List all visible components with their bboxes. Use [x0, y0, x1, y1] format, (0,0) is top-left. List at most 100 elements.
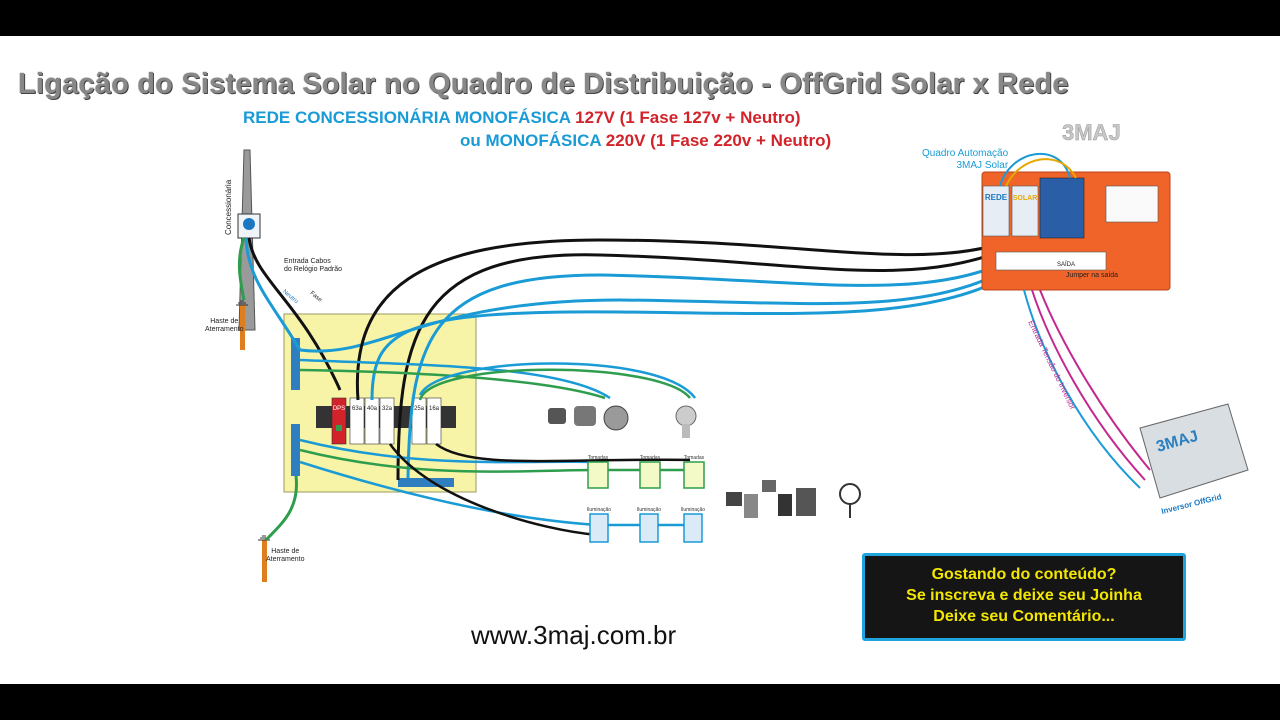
switch-1	[589, 513, 609, 543]
breakers: DPS 63a 40a 32a 25a 16a	[331, 397, 442, 445]
neutral-wire-in	[244, 237, 302, 351]
inverter-wire-blue	[1023, 289, 1141, 489]
wire-blue-1	[406, 256, 1016, 479]
entrada-tensao-label: Entrada Tensão do Inversor	[1026, 319, 1077, 411]
switch-3	[683, 513, 703, 543]
fan-icon	[839, 483, 861, 505]
rede-breaker	[982, 185, 1010, 237]
wire-blue-3	[370, 264, 1026, 401]
bottom-letterbox-bar	[0, 684, 1280, 720]
panel-wire-yellow	[1005, 158, 1077, 187]
ground-rod-bottom	[262, 540, 267, 582]
grill-icon	[762, 480, 776, 492]
website-url: www.3maj.com.br	[471, 620, 677, 650]
wire-shower-blue	[418, 362, 697, 399]
inverter: 3MAJ Inversor OffGrid	[1139, 403, 1249, 516]
motor-appliances	[548, 405, 697, 438]
subscribe-callout: Gostando do conteúdo? Se inscreva e deix…	[862, 553, 1186, 641]
inverter-body	[1139, 403, 1249, 499]
wire-outlets-green	[299, 448, 690, 473]
wire-motors-green	[299, 368, 606, 400]
wire-black-2	[355, 238, 1001, 401]
switch-label-3: Iluminação	[681, 507, 705, 513]
ground-rod-top	[240, 305, 245, 350]
solar-breaker	[1011, 185, 1039, 237]
breaker-label-40a: 40a	[367, 406, 378, 412]
wire-black-1	[396, 248, 1006, 481]
subtitle-line-2: ou MONOFÁSICA 220V (1 Fase 220v + Neutro…	[460, 131, 832, 150]
concessionaria-label: Concessionária	[224, 179, 233, 235]
dps-indicator	[336, 425, 342, 431]
meter-icon	[243, 218, 255, 230]
jumper-label: Jumper na saída	[1066, 272, 1118, 279]
ground-bar	[291, 424, 300, 476]
wire-outlets-black	[435, 443, 691, 463]
rede-label: REDE	[985, 193, 1008, 202]
wire-lights-black	[388, 443, 599, 537]
pot-icon	[603, 405, 629, 431]
wire-blue-2	[299, 260, 1021, 353]
wire-shower-green	[418, 368, 691, 401]
dps-breaker	[331, 397, 347, 445]
outlet-label-3: Tomadas	[684, 455, 705, 461]
washer-icon	[744, 494, 758, 518]
mixer-icon	[778, 494, 792, 516]
pump-icon	[574, 406, 596, 426]
switch-label-1: Iluminação	[587, 507, 611, 513]
switch-2	[639, 513, 659, 543]
motor-icon	[548, 408, 566, 424]
stove-icon	[796, 488, 816, 516]
breaker-63a	[349, 397, 365, 445]
breaker-label-25a: 25a	[414, 406, 425, 412]
entrada-cabos-label: Entrada Cabos do Relógio Padrão	[284, 258, 342, 273]
inverter-wire-magenta-2	[1031, 289, 1146, 481]
automation-panel: REDE SOLAR SAÍDA	[981, 152, 1171, 489]
outlet-3	[683, 461, 705, 489]
subtitle-line-1: REDE CONCESSIONÁRIA MONOFÁSICA 127V (1 F…	[243, 108, 801, 127]
inverter-label: Inversor OffGrid	[1160, 492, 1222, 516]
solar-label: SOLAR	[1013, 195, 1038, 202]
quadro-automacao-label: Quadro Automação 3MAJ Solar	[922, 148, 1009, 171]
cta-line-1: Gostando do conteúdo?	[931, 566, 1117, 583]
breaker-25a	[411, 397, 427, 445]
outlet-label-2: Tomadas	[640, 455, 661, 461]
breaker-label-16a: 16a	[429, 406, 440, 412]
cta-line-2: Se inscreva e deixe seu Joinha	[906, 587, 1142, 604]
breaker-40a	[364, 397, 380, 445]
outlets: Tomadas Tomadas Tomadas	[587, 455, 705, 489]
haste-top-label: Haste de Aterramento	[205, 318, 244, 333]
haste-bottom-label: Haste de Aterramento	[266, 548, 305, 563]
ground-wire-bottom	[264, 475, 298, 542]
saida-label: SAÍDA	[1057, 261, 1075, 268]
light-switches: Iluminação Iluminação Iluminação	[587, 507, 705, 543]
breaker-label-32a: 32a	[382, 406, 393, 412]
outlet-1	[587, 461, 609, 489]
bottom-bus-bar	[398, 478, 454, 487]
switch-label-2: Iluminação	[637, 507, 661, 513]
panel-wire-blue	[999, 152, 1071, 187]
brand-logo-text: 3MAJ	[1062, 120, 1121, 145]
breaker-32a	[379, 397, 395, 445]
wire-lights-blue	[299, 460, 690, 527]
microwave-icon	[726, 492, 742, 506]
household-appliances	[726, 480, 861, 518]
terminal-labels	[995, 251, 1107, 271]
contactor	[1039, 177, 1085, 239]
cta-line-3: Deixe seu Comentário...	[933, 608, 1115, 625]
outlet-2	[639, 461, 661, 489]
outlet-label-1: Tomadas	[588, 455, 609, 461]
neutral-bar	[291, 338, 300, 390]
control-module	[1105, 185, 1159, 223]
shower-icon	[675, 405, 697, 427]
diagram-title: Ligação do Sistema Solar no Quadro de Di…	[18, 68, 1069, 100]
breaker-label-dps: DPS	[333, 406, 345, 412]
breaker-label-63a: 63a	[352, 406, 363, 412]
ground-symbol-top	[236, 300, 248, 306]
breaker-16a	[426, 397, 442, 445]
fan-stand-icon	[849, 504, 851, 518]
inverter-wire-magenta-1	[1039, 289, 1151, 471]
ground-wire-top	[237, 237, 246, 301]
shower-pipe-icon	[682, 424, 690, 438]
top-letterbox-bar	[0, 0, 1280, 36]
